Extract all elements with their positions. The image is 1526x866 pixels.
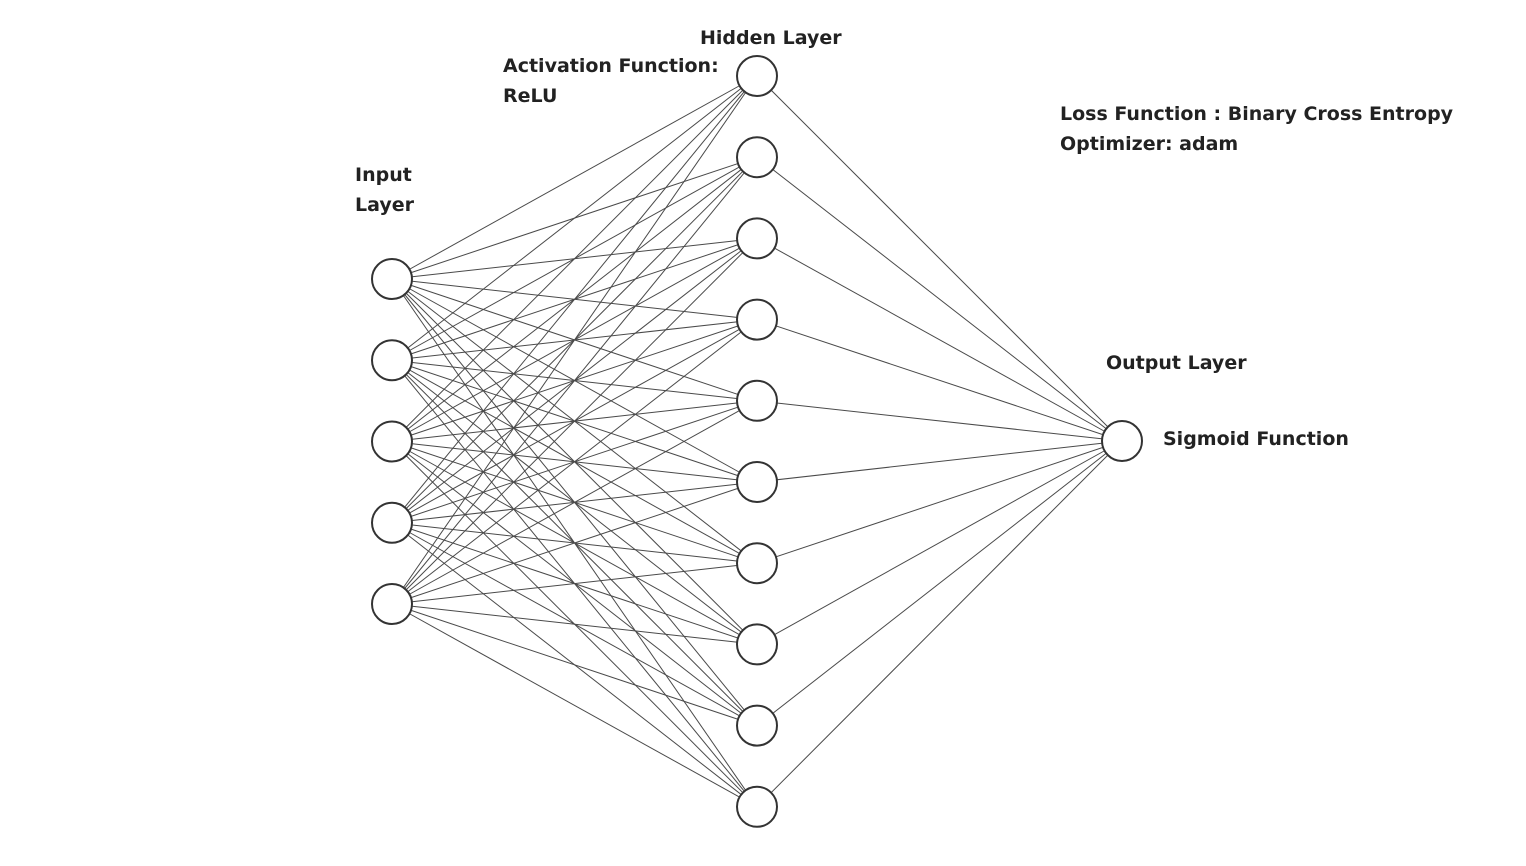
connection-input-5-to-hidden-6	[391, 481, 758, 605]
connection-input-5-to-hidden-2	[391, 156, 758, 605]
activation-function-label: Activation Function:	[503, 55, 719, 77]
connection-hidden-10-to-output-1	[756, 440, 1123, 808]
optimizer-label: Optimizer: adam	[1060, 133, 1238, 155]
connection-hidden-3-to-output-1	[756, 237, 1123, 442]
input-node-1	[371, 258, 413, 300]
loss-function-label: Loss Function : Binary Cross Entropy	[1060, 103, 1454, 125]
activation-function-value: ReLU	[503, 85, 557, 107]
connection-input-5-to-hidden-1	[391, 75, 758, 605]
hidden-node-7	[736, 542, 778, 585]
hidden-layer-label: Hidden Layer	[700, 27, 842, 49]
output-layer-label: Output Layer	[1106, 352, 1247, 374]
connection-input-1-to-hidden-1	[391, 75, 758, 280]
connection-input-5-to-hidden-5	[391, 400, 758, 605]
input-node-3	[371, 420, 413, 463]
neurons	[371, 55, 1143, 828]
connection-input-4-to-hidden-1	[391, 75, 758, 524]
hidden-node-4	[736, 298, 778, 341]
connection-hidden-9-to-output-1	[756, 440, 1123, 726]
connection-hidden-5-to-output-1	[756, 400, 1123, 442]
output-node-1	[1101, 420, 1143, 462]
hidden-node-1	[736, 55, 778, 97]
connection-hidden-1-to-output-1	[756, 75, 1123, 442]
hidden-node-3	[736, 217, 778, 260]
input-node-5	[371, 583, 413, 625]
connection-hidden-2-to-output-1	[756, 156, 1123, 442]
input-layer-label-line2: Layer	[355, 194, 415, 216]
input-node-2	[371, 339, 413, 382]
connection-input-2-to-hidden-1	[391, 75, 758, 361]
input-node-4	[371, 501, 413, 544]
connection-hidden-6-to-output-1	[756, 440, 1123, 483]
connections	[391, 75, 1123, 808]
connection-hidden-8-to-output-1	[756, 440, 1123, 645]
output-activation-label: Sigmoid Function	[1163, 428, 1349, 450]
connection-input-5-to-hidden-7	[391, 562, 758, 605]
connection-input-5-to-hidden-4	[391, 319, 758, 605]
hidden-node-8	[736, 623, 778, 666]
hidden-node-6	[736, 461, 778, 503]
connection-input-3-to-hidden-1	[391, 75, 758, 442]
hidden-node-2	[736, 136, 778, 179]
connection-input-5-to-hidden-9	[391, 603, 758, 727]
connection-input-5-to-hidden-3	[391, 238, 758, 605]
connection-hidden-4-to-output-1	[756, 319, 1123, 442]
hidden-node-5	[736, 379, 778, 422]
connection-input-5-to-hidden-10	[391, 603, 758, 808]
connection-hidden-7-to-output-1	[756, 440, 1123, 564]
hidden-node-9	[736, 704, 778, 747]
input-layer-label-line1: Input	[355, 164, 412, 186]
connection-input-5-to-hidden-8	[391, 603, 758, 645]
hidden-node-10	[736, 785, 778, 828]
